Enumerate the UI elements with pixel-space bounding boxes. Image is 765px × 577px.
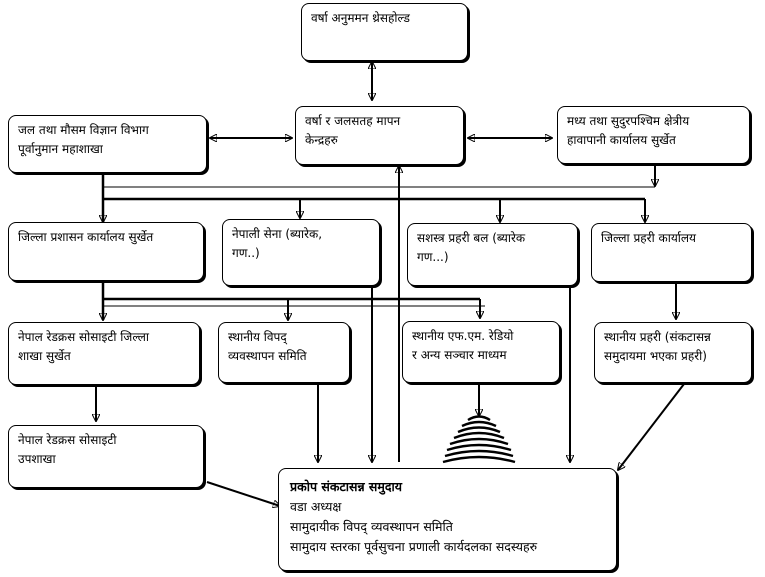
- node-rainfall-threshold-line-1: वर्षा अनुममन थ्रेसहोल्ड: [311, 11, 410, 25]
- node-redcross-district: नेपाल रेडक्रस सोसाइटी जिल्ला शाखा सुर्खे…: [8, 322, 200, 385]
- node-local-police-line-2: समुदायमा भएका प्रहरी): [604, 349, 707, 363]
- node-district-police-office: जिल्ला प्रहरी कार्यालय: [591, 223, 752, 282]
- node-dhm-line-1: जल तथा मौसम विज्ञान विभाग: [18, 123, 149, 137]
- node-regional-line-1: मध्य तथा सुदुरपश्चिम क्षेत्रीय: [567, 114, 690, 128]
- community-line-2: सामुदायीक विपद् व्यवस्थापन समिति: [290, 519, 453, 534]
- node-armed-police-force: सशस्त्र प्रहरी बल (ब्यारेक गण...): [407, 223, 578, 286]
- node-apf-line-1: सशस्त्र प्रहरी बल (ब्यारेक: [417, 231, 526, 245]
- node-local-fm-line-1: स्थानीय एफ.एम. रेडियो: [412, 329, 514, 343]
- node-district-police-line-1: जिल्ला प्रहरी कार्यालय: [601, 231, 697, 245]
- node-regional-climate-office: मध्य तथा सुदुरपश्चिम क्षेत्रीय हावापानी …: [557, 106, 750, 164]
- node-measurement-line-2: केन्द्रहरु: [305, 133, 338, 147]
- community-title: प्रकोप संकटासन्न समुदाय: [290, 479, 402, 494]
- arrow-sub-community: [206, 481, 280, 506]
- node-redcross-sub-line-2: उपशाखा: [18, 452, 56, 466]
- node-district-admin-line-1: जिल्ला प्रशासन कार्यालय सुर्खेत: [18, 230, 154, 244]
- node-rainfall-threshold: वर्षा अनुममन थ्रेसहोल्ड: [301, 3, 468, 61]
- node-apf-line-2: गण...): [417, 250, 449, 264]
- node-redcross-district-line-2: शाखा सुर्खेत: [18, 349, 71, 363]
- node-dhm-forecasting: जल तथा मौसम विज्ञान विभाग पूर्वानुमान मह…: [8, 115, 207, 173]
- node-local-police: स्थानीय प्रहरी (संकटासन्न समुदायमा भएका …: [594, 322, 752, 383]
- arrow-localpolice-community: [618, 383, 685, 470]
- node-local-dm-line-1: स्थानीय विपद्: [228, 330, 287, 344]
- node-redcross-subbranch: नेपाल रेडक्रस सोसाइटी उपशाखा: [8, 425, 204, 488]
- node-army-line-2: गण..): [232, 246, 260, 260]
- node-redcross-sub-line-1: नेपाल रेडक्रस सोसाइटी: [18, 433, 117, 447]
- node-local-police-line-1: स्थानीय प्रहरी (संकटासन्न: [604, 330, 711, 344]
- node-local-fm-line-2: र अन्य सञ्चार माध्यम: [412, 348, 507, 362]
- node-measurement-stations: वर्षा र जलसतह मापन केन्द्रहरु: [295, 106, 464, 165]
- node-local-disaster-committee: स्थानीय विपद् व्यवस्थापन समिति: [218, 322, 350, 383]
- node-measurement-line-1: वर्षा र जलसतह मापन: [305, 114, 401, 128]
- node-local-dm-line-2: व्यवस्थापन समिति: [228, 349, 307, 363]
- community-line-3: सामुदाय स्तरका पूर्वसुचना प्रणाली कार्यद…: [290, 539, 538, 554]
- node-redcross-district-line-1: नेपाल रेडक्रस सोसाइटी जिल्ला: [18, 330, 149, 344]
- node-local-fm-radio: स्थानीय एफ.एम. रेडियो र अन्य सञ्चार माध्…: [402, 321, 560, 383]
- node-nepal-army: नेपाली सेना (ब्यारेक, गण..): [222, 219, 380, 286]
- node-dhm-line-2: पूर्वानुमान महाशाखा: [18, 142, 103, 156]
- community-line-1: वडा अध्यक्ष: [290, 499, 342, 514]
- node-army-line-1: नेपाली सेना (ब्यारेक,: [232, 227, 323, 241]
- node-regional-line-2: हावापानी कार्यालय सुर्खेत: [567, 133, 676, 147]
- node-vulnerable-community: प्रकोप संकटासन्न समुदाय वडा अध्यक्ष सामु…: [278, 468, 617, 571]
- coiled-siren-icon: [442, 415, 516, 464]
- node-district-admin-office: जिल्ला प्रशासन कार्यालय सुर्खेत: [8, 222, 204, 281]
